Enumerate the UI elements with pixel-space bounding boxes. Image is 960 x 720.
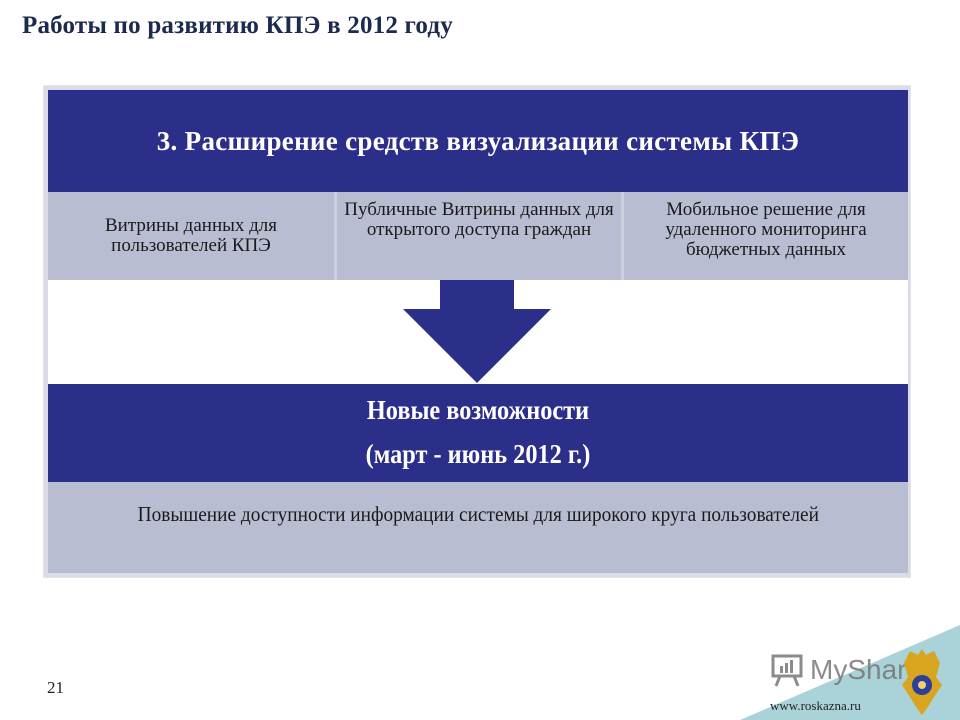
table-header: 3. Расширение средств визуализации систе…	[48, 90, 908, 192]
result-text: Повышение доступности информации системы…	[137, 502, 819, 526]
down-arrow-icon	[403, 280, 551, 383]
site-link[interactable]: www.roskazna.ru	[770, 698, 861, 713]
band-period: (март - июнь 2012 г.)	[365, 439, 591, 469]
cell-public-showcases: Публичные Витрины данных для открытого д…	[334, 192, 621, 280]
table-cells-row: Витрины данных для пользователей КПЭ Пуб…	[48, 192, 908, 280]
slide-title: Работы по развитию КПЭ в 2012 году	[22, 12, 453, 39]
result-row: Повышение доступности информации системы…	[48, 482, 908, 573]
band-title: Новые возможности	[366, 395, 590, 425]
new-opportunities-band: Новые возможности (март - июнь 2012 г.)	[48, 384, 908, 482]
cell-mobile-solution: Мобильное решение для удаленного монитор…	[621, 192, 908, 280]
presentation-icon	[771, 654, 803, 687]
page-number: 21	[47, 678, 64, 697]
eagle-emblem-icon	[902, 649, 942, 715]
kpe-table: 3. Расширение средств визуализации систе…	[44, 86, 910, 577]
cell-data-showcases: Витрины данных для пользователей КПЭ	[48, 192, 334, 280]
corner-decoration	[740, 625, 960, 720]
